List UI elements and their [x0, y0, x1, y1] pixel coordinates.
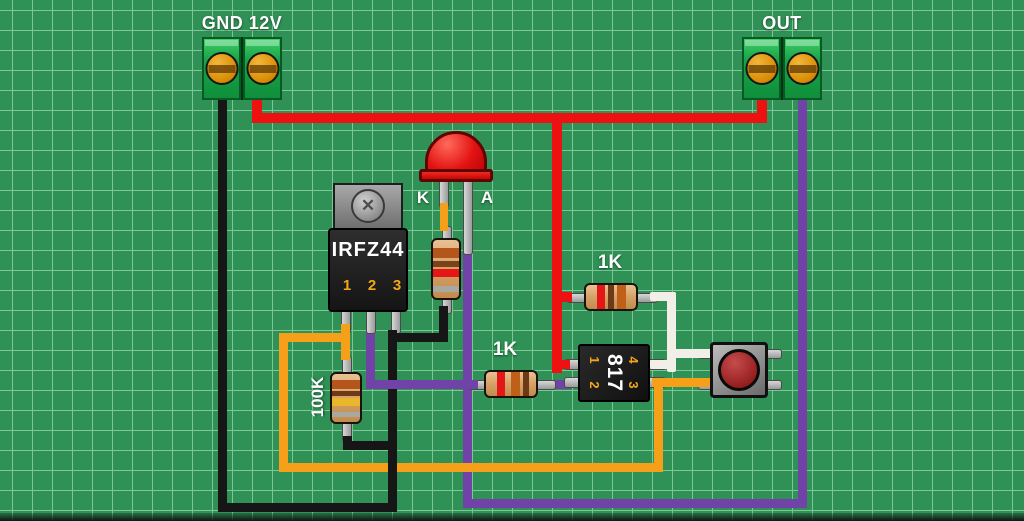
wire-orange-segment	[279, 463, 663, 472]
resistor-band	[433, 248, 459, 258]
button-lead	[766, 349, 782, 359]
wire-white-segment	[650, 360, 672, 369]
mosfet-pin-1-label: 1	[342, 277, 352, 294]
resistor-band	[523, 372, 529, 396]
wire-black-segment	[218, 98, 227, 512]
resistor-led-series[interactable]	[431, 238, 461, 300]
wire-purple-segment	[366, 380, 478, 389]
opto-part-label: 817	[603, 353, 626, 393]
wire-white-segment	[650, 292, 676, 301]
terminal-12v[interactable]	[243, 37, 282, 100]
resistor-band	[332, 391, 360, 396]
terminal-block-output[interactable]	[742, 37, 822, 100]
mosfet-part-label: IRFZ44	[331, 239, 405, 261]
wire-orange-segment	[279, 333, 345, 342]
wire-black-segment	[388, 333, 448, 342]
wire-orange-segment	[341, 324, 350, 360]
led-flange	[419, 169, 493, 182]
output-terminal-label: OUT	[762, 13, 802, 33]
wire-orange-segment	[440, 203, 448, 231]
resistor-band	[497, 372, 505, 396]
resistor-band	[433, 261, 459, 267]
wire-orange-segment	[654, 378, 663, 472]
resistor-band	[511, 372, 520, 396]
mosfet-pin-3-label: 3	[392, 277, 402, 294]
resistor-band	[597, 285, 605, 309]
led-red[interactable]	[425, 131, 487, 173]
terminal-out-a[interactable]	[742, 37, 781, 100]
terminal-out-b[interactable]	[783, 37, 822, 100]
led-anode-label: A	[480, 188, 494, 207]
opto-pin-3-label: 3	[626, 381, 642, 389]
mosfet-screw-icon: ✕	[351, 189, 385, 223]
optocoupler-817[interactable]: 817 1 2 4 3	[578, 344, 650, 402]
terminal-block-input[interactable]	[202, 37, 282, 100]
wire-black-segment	[343, 441, 397, 450]
push-button-cap[interactable]	[718, 349, 760, 391]
wire-red-segment	[552, 292, 572, 302]
wire-red-segment	[252, 113, 767, 123]
wire-red-segment	[252, 97, 262, 123]
bottom-edge-bar	[0, 513, 1024, 521]
wire-orange-segment	[652, 378, 714, 387]
wire-purple-segment	[463, 250, 472, 508]
wire-black-segment	[388, 330, 397, 512]
resistor-band	[617, 285, 626, 309]
push-button[interactable]	[710, 342, 768, 398]
wire-purple-segment	[798, 97, 807, 508]
mosfet-leg-2	[366, 310, 376, 334]
button-lead	[766, 380, 782, 390]
resistor-100k-label: 100K	[308, 376, 327, 418]
opto-pin-4-label: 4	[626, 356, 642, 364]
wire-purple-segment	[463, 499, 807, 508]
resistor-band	[332, 380, 360, 389]
mosfet-pin-2-label: 2	[367, 277, 377, 294]
screw-terminal-icon[interactable]	[786, 52, 819, 85]
wire-red-segment	[757, 97, 767, 123]
resistor-gate-pulldown-100k[interactable]	[330, 372, 362, 424]
wire-red-segment	[552, 360, 570, 369]
resistor-band	[332, 412, 360, 417]
led-anode-leg	[463, 180, 473, 255]
wire-red-segment	[552, 113, 562, 373]
resistor-band	[433, 286, 459, 292]
wire-black-segment	[439, 306, 448, 342]
screw-terminal-icon[interactable]	[745, 52, 778, 85]
opto-pin-2-label: 2	[587, 381, 603, 389]
wire-white-segment	[667, 349, 717, 358]
wire-purple-segment	[550, 380, 572, 389]
resistor-band	[433, 269, 459, 277]
terminal-gnd[interactable]	[202, 37, 241, 100]
wire-purple-segment	[366, 324, 375, 389]
resistor-opto-input-1k[interactable]	[584, 283, 638, 311]
screw-terminal-icon[interactable]	[205, 52, 238, 85]
screw-terminal-icon[interactable]	[246, 52, 279, 85]
opto-pin-1-label: 1	[587, 356, 603, 364]
mosfet-tab: ✕	[333, 183, 403, 231]
wire-orange-segment	[279, 333, 288, 472]
wire-black-segment	[218, 503, 397, 512]
resistor-gate-series-1k[interactable]	[484, 370, 538, 398]
resistor-band	[608, 285, 614, 309]
resistor-band	[332, 398, 360, 406]
resistor-1k-mid-label: 1K	[492, 339, 518, 360]
led-cathode-label: K	[416, 188, 430, 207]
resistor-1k-top-label: 1K	[597, 252, 623, 273]
resistor-lead	[536, 380, 556, 390]
mosfet-irfz44[interactable]: IRFZ44 1 2 3	[328, 228, 408, 312]
wire-white-segment	[667, 292, 676, 372]
input-terminal-label: GND 12V	[201, 13, 283, 33]
